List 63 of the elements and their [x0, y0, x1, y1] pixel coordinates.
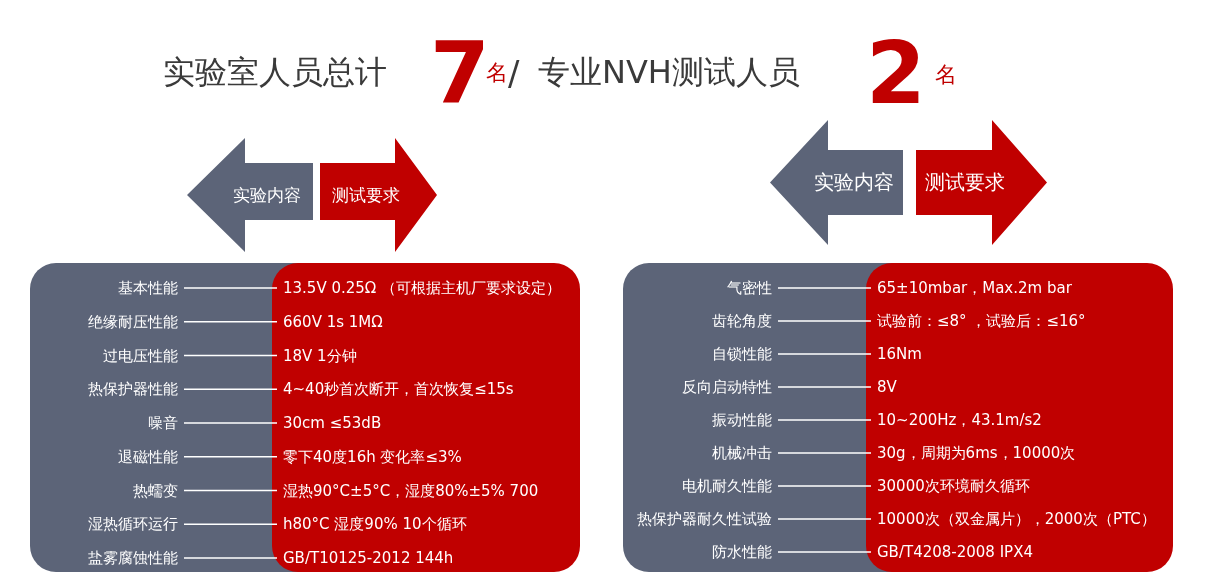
- connector-line: [183, 455, 278, 458]
- row-label: 自锁性能: [712, 344, 772, 364]
- row-label: 盐雾腐蚀性能: [88, 548, 178, 568]
- row-value: 10000次（双金属片），2000次（PTC）: [877, 509, 1156, 529]
- connector-line: [777, 320, 872, 322]
- row-value: 13.5V 0.25Ω （可根据主机厂要求设定）: [283, 278, 562, 298]
- row-label: 热蠕变: [133, 480, 178, 501]
- row-value: 10~200Hz，43.1m/s2: [877, 410, 1042, 430]
- row-label: 噪音: [148, 413, 178, 433]
- row-value: 30g，周期为6ms，10000次: [877, 443, 1076, 463]
- connector-line: [777, 551, 872, 553]
- connector-line: [183, 388, 278, 391]
- connector-line: [777, 518, 872, 520]
- row-value: 660V 1s 1MΩ: [283, 311, 383, 332]
- left-arrow: 实验内容: [770, 120, 903, 245]
- row-value: 18V 1分钟: [283, 345, 357, 366]
- connector-line: [777, 485, 872, 487]
- row-label: 热保护器耐久性试验: [637, 509, 772, 529]
- row-label: 齿轮角度: [712, 311, 772, 331]
- connector-line: [777, 353, 872, 355]
- row-label: 振动性能: [712, 410, 772, 430]
- row-value: 零下40度16h 变化率≤3%: [283, 446, 462, 467]
- row-label: 电机耐久性能: [682, 476, 772, 496]
- row-label: 反向启动特性: [682, 377, 772, 397]
- row-label: 气密性: [727, 278, 772, 298]
- row-value: 试验前：≤8° ，试验后：≤16°: [877, 311, 1086, 331]
- connector-line: [183, 422, 278, 424]
- row-label: 绝缘耐压性能: [88, 311, 178, 332]
- right-arrow: 测试要求: [916, 120, 1047, 245]
- connector-line: [183, 287, 278, 289]
- connector-line: [777, 419, 872, 421]
- row-label: 湿热循环运行: [88, 514, 178, 535]
- row-value: h80°C 湿度90% 10个循环: [283, 514, 467, 535]
- row-label: 机械冲击: [712, 443, 772, 463]
- right-arrow: 测试要求: [320, 138, 437, 252]
- separator: /: [508, 56, 520, 90]
- row-label: 过电压性能: [103, 345, 178, 366]
- heading-text: 实验室人员总计: [163, 56, 387, 88]
- connector-line: [183, 320, 278, 323]
- row-value: 16Nm: [877, 344, 922, 364]
- row-label: 热保护器性能: [88, 379, 178, 400]
- row-label: 退磁性能: [118, 446, 178, 467]
- row-label: 防水性能: [712, 542, 772, 562]
- row-label: 基本性能: [118, 278, 178, 298]
- row-value: GB/T10125-2012 144h: [283, 548, 454, 568]
- row-value: 8V: [877, 377, 897, 397]
- row-value: GB/T4208-2008 IPX4: [877, 542, 1033, 562]
- connector-line: [183, 354, 278, 357]
- connector-line: [183, 523, 278, 526]
- row-value: 30000次环境耐久循环: [877, 476, 1030, 496]
- count-number: 2: [866, 30, 926, 116]
- connector-line: [777, 287, 872, 289]
- connector-line: [777, 386, 872, 388]
- row-value: 30cm ≤53dB: [283, 413, 382, 433]
- heading-text: 名: [935, 64, 957, 86]
- row-value: 湿热90°C±5°C，湿度80%±5% 700: [283, 480, 539, 501]
- connector-line: [777, 452, 872, 454]
- row-value: 65±10mbar，Max.2m bar: [877, 278, 1072, 298]
- heading-text: 专业NVH测试人员: [538, 56, 800, 88]
- connector-line: [183, 489, 278, 492]
- left-arrow: 实验内容: [187, 138, 313, 252]
- row-value: 4~40秒首次断开，首次恢复≤15s: [283, 379, 514, 400]
- connector-line: [183, 557, 278, 559]
